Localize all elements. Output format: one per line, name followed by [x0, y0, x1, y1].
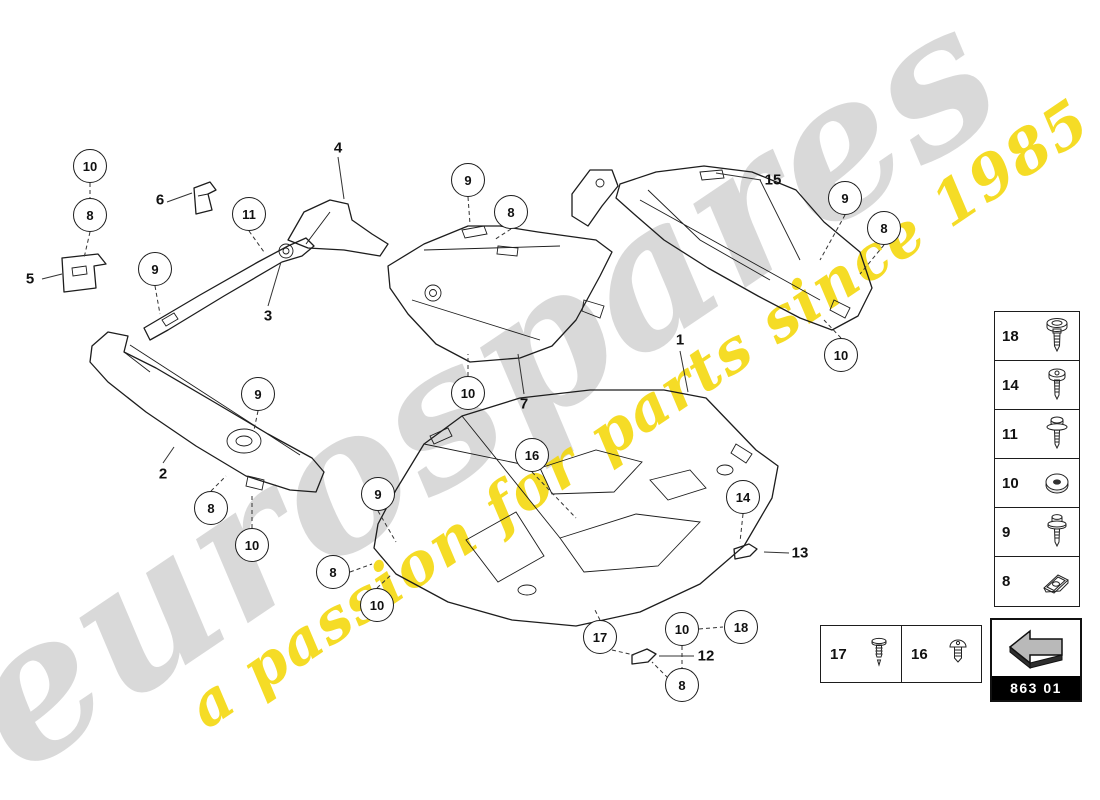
callout-fastener[interactable]: 9 [241, 377, 275, 411]
callout-fastener[interactable]: 17 [583, 620, 617, 654]
leader-lines-solid [41, 156, 790, 657]
legend-item-11[interactable]: 11 [995, 410, 1079, 459]
back-arrow-icon [1008, 629, 1063, 670]
callout-part[interactable]: 1 [675, 331, 685, 349]
back-arrow[interactable] [992, 620, 1080, 676]
diagram-nav-box[interactable]: 863 01 [990, 618, 1082, 702]
callout-fastener[interactable]: 14 [726, 480, 760, 514]
callout-part[interactable]: 2 [158, 465, 168, 483]
callout-fastener[interactable]: 10 [235, 528, 269, 562]
callout-fastener[interactable]: 8 [316, 555, 350, 589]
callout-part[interactable]: 13 [791, 544, 809, 562]
speed-nut-clip-icon [1043, 573, 1069, 594]
legend-item-9[interactable]: 9 [995, 508, 1079, 557]
part-shape-5 [61, 253, 107, 293]
callout-fastener[interactable]: 10 [451, 376, 485, 410]
legend-number: 11 [1002, 425, 1018, 443]
legend-item-17[interactable]: 17 [821, 626, 901, 682]
callout-fastener[interactable]: 8 [73, 198, 107, 232]
part-shape-1 [373, 389, 779, 627]
callout-fastener[interactable]: 18 [724, 610, 758, 644]
callout-fastener[interactable]: 9 [451, 163, 485, 197]
pan-head-screw-icon [1048, 368, 1066, 401]
callout-fastener[interactable]: 8 [867, 211, 901, 245]
callout-fastener[interactable]: 9 [361, 477, 395, 511]
legend-item-8[interactable]: 8 [995, 557, 1079, 606]
legend-item-18[interactable]: 18 [995, 312, 1079, 361]
part-shape-13 [733, 543, 758, 560]
callout-fastener[interactable]: 10 [360, 588, 394, 622]
part-shape-2 [89, 331, 325, 493]
callout-part[interactable]: 3 [263, 307, 273, 325]
leader-lines-dashed [83, 183, 885, 679]
callout-part[interactable]: 6 [155, 191, 165, 209]
legend-number: 16 [911, 645, 928, 663]
legend-item-14[interactable]: 14 [995, 361, 1079, 410]
part-shape-3 [143, 237, 315, 341]
part-shape-15 [571, 165, 873, 331]
callout-fastener[interactable]: 8 [494, 195, 528, 229]
fastener-legend-column: 18 14 11 [994, 311, 1080, 607]
legend-number: 9 [1002, 523, 1011, 541]
legend-number: 14 [1002, 376, 1019, 394]
callout-fastener[interactable]: 16 [515, 438, 549, 472]
callout-fastener[interactable]: 10 [665, 612, 699, 646]
part-shape-12 [631, 648, 657, 665]
callout-part[interactable]: 15 [764, 171, 782, 189]
part-shape-6 [193, 181, 217, 215]
short-screw-icon [949, 639, 967, 663]
callout-fastener[interactable]: 8 [194, 491, 228, 525]
callout-fastener[interactable]: 9 [138, 252, 172, 286]
part-shape-4 [287, 199, 389, 257]
part-shape-7 [387, 225, 613, 363]
legend-number: 18 [1002, 327, 1019, 345]
diagram-code: 863 01 [992, 676, 1080, 700]
hex-head-screw-icon [1046, 318, 1068, 353]
legend-item-10[interactable]: 10 [995, 459, 1079, 508]
captive-washer-screw-icon [1047, 514, 1067, 548]
callout-fastener[interactable]: 10 [824, 338, 858, 372]
screw-with-washer-icon [1046, 416, 1068, 450]
callout-fastener[interactable]: 9 [828, 181, 862, 215]
callout-part[interactable]: 4 [333, 139, 343, 157]
legend-number: 10 [1002, 474, 1019, 492]
legend-number: 8 [1002, 573, 1011, 590]
callout-part[interactable]: 5 [25, 270, 35, 288]
callout-fastener[interactable]: 11 [232, 197, 266, 231]
grommet-washer-icon [1045, 473, 1069, 494]
callout-fastener[interactable]: 10 [73, 149, 107, 183]
callout-fastener[interactable]: 8 [665, 668, 699, 702]
legend-number: 17 [830, 645, 847, 663]
expansion-rivet-icon [871, 637, 887, 667]
fastener-legend-bottom: 17 16 [820, 625, 982, 683]
legend-item-16[interactable]: 16 [901, 626, 981, 682]
callout-part[interactable]: 7 [519, 395, 529, 413]
callout-part[interactable]: 12 [697, 647, 715, 665]
